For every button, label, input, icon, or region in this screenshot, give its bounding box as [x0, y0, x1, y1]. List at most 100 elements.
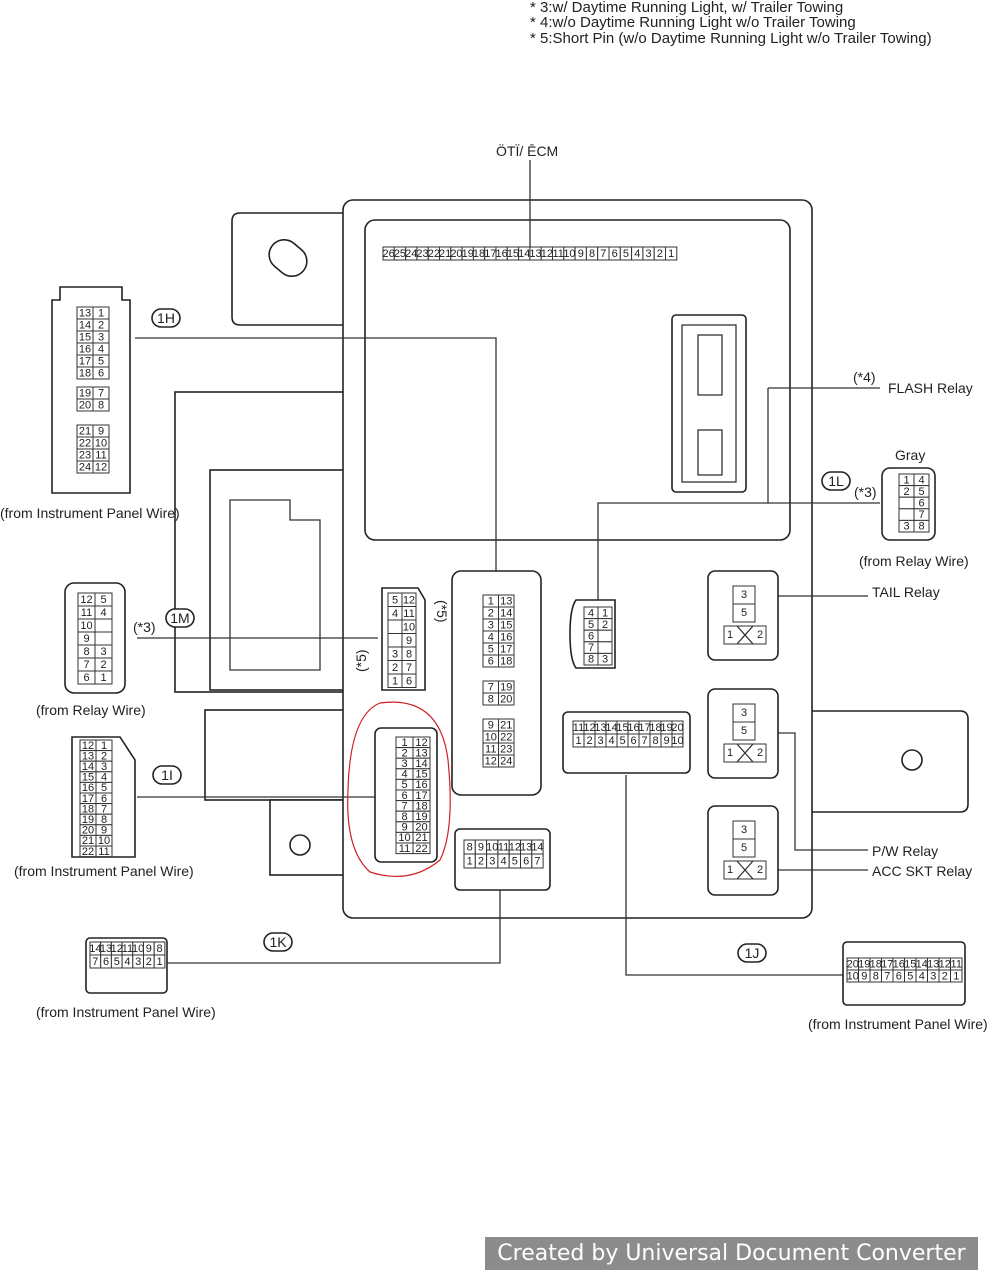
pin-number: 1 [488, 596, 494, 608]
pin-number: 19 [858, 959, 870, 971]
pin-number: 11 [122, 943, 133, 955]
pin-number: 7 [918, 509, 924, 521]
pin-number: 6 [83, 672, 89, 684]
pin-number: 10 [403, 621, 415, 633]
pin-number: 6 [98, 368, 104, 380]
pin-number: 18 [500, 656, 512, 668]
pin-number: 17 [82, 793, 94, 805]
pin-number: 7 [101, 803, 107, 815]
flash-relay-label: FLASH Relay [888, 380, 973, 396]
note-3: * 3:w/ Daytime Running Light, w/ Trailer… [530, 0, 844, 16]
pin-number: 13 [500, 596, 512, 608]
pin-number: 6 [101, 793, 107, 805]
pin-number: 5 [619, 735, 625, 747]
pin-number: 7 [534, 856, 540, 868]
pin-number: 7 [884, 971, 890, 983]
pin-number: 14 [79, 320, 91, 332]
pin-number: 8 [156, 943, 162, 955]
pin-number: 21 [500, 720, 512, 732]
mount-hole [268, 238, 308, 278]
note-ref-5-lower: (*5) [353, 649, 369, 672]
pin-number: 18 [82, 803, 94, 815]
pin-number: 16 [500, 632, 512, 644]
pin-number: 9 [83, 633, 89, 645]
connector-id-badge [821, 471, 851, 491]
pin-number: 1 [727, 629, 733, 641]
pin-number: 10 [847, 971, 859, 983]
pin-number: 1 [101, 740, 107, 752]
pin-number: 8 [83, 646, 89, 658]
pin-number: 19 [500, 682, 512, 694]
pin-number: 21 [439, 248, 451, 260]
pin-number: 7 [488, 682, 494, 694]
pin-number: 2 [101, 750, 107, 762]
pin-number: 3 [135, 956, 141, 968]
pin-number: 18 [649, 722, 661, 734]
pin-number: 3 [741, 824, 747, 836]
note-ref-4: (*4) [853, 369, 876, 385]
pin-number: 11 [81, 607, 92, 619]
pin-number: 13 [594, 722, 606, 734]
pin-number: 14 [531, 842, 543, 854]
pin-number: 1 [668, 248, 674, 260]
pin-number: 18 [79, 368, 91, 380]
pin-number: 24 [79, 462, 91, 474]
connector-id-1H: 1H [157, 310, 175, 326]
pin-number: 1 [602, 607, 608, 619]
pin-number: 4 [500, 856, 506, 868]
pin-number: 25 [394, 248, 406, 260]
pin-number: 12 [583, 722, 595, 734]
pin-number: 1 [575, 735, 581, 747]
pin-number: 12 [509, 842, 521, 854]
pin-number: 12 [111, 943, 123, 955]
pin-number: 2 [392, 662, 398, 674]
pin-number: 3 [488, 620, 494, 632]
pin-number: 16 [82, 782, 94, 794]
pin-number: 5 [101, 782, 107, 794]
pin-number: 10 [485, 732, 497, 744]
pin-number: 1 [156, 956, 162, 968]
pin-number: 20 [415, 822, 427, 834]
pin-number: 3 [645, 248, 651, 260]
pin-number: 23 [79, 450, 91, 462]
pin-number: 18 [415, 800, 427, 812]
pin-number: 19 [415, 811, 427, 823]
pin-number: 4 [918, 474, 924, 486]
pin-number: 6 [406, 675, 412, 687]
pin-number: 7 [600, 248, 606, 260]
pin-number: 13 [82, 750, 94, 762]
pin-number: 10 [671, 735, 683, 747]
pin-number: 13 [927, 959, 939, 971]
pin-number: 2 [657, 248, 663, 260]
pin-number: 6 [523, 856, 529, 868]
pin-number: 11 [498, 842, 509, 854]
pin-number: 5 [588, 619, 594, 631]
pin-number: 10 [563, 248, 575, 260]
pin-number: 13 [415, 747, 427, 759]
pin-number: 9 [578, 248, 584, 260]
pin-number: 2 [757, 864, 763, 876]
pin-number: 3 [930, 971, 936, 983]
pin-number: 14 [82, 761, 94, 773]
pin-number: 7 [401, 800, 407, 812]
pin-number: 6 [918, 498, 924, 510]
pin-number: 8 [101, 814, 107, 826]
pin-number: 9 [98, 426, 104, 438]
pin-number: 20 [847, 959, 859, 971]
pin-number: 8 [652, 735, 658, 747]
acc-skt-relay-label: ACC SKT Relay [872, 863, 972, 879]
pin-number: 12 [82, 740, 94, 752]
pin-number: 4 [608, 735, 614, 747]
pin-number: 2 [146, 956, 152, 968]
pin-number: 14 [605, 722, 617, 734]
from-relay-wire-1m: (from Relay Wire) [36, 702, 146, 718]
pw-relay-label: P/W Relay [872, 843, 938, 859]
pin-number: 4 [98, 344, 104, 356]
note-ref-5-upper: (*5) [434, 600, 450, 623]
pin-number: 3 [597, 735, 603, 747]
